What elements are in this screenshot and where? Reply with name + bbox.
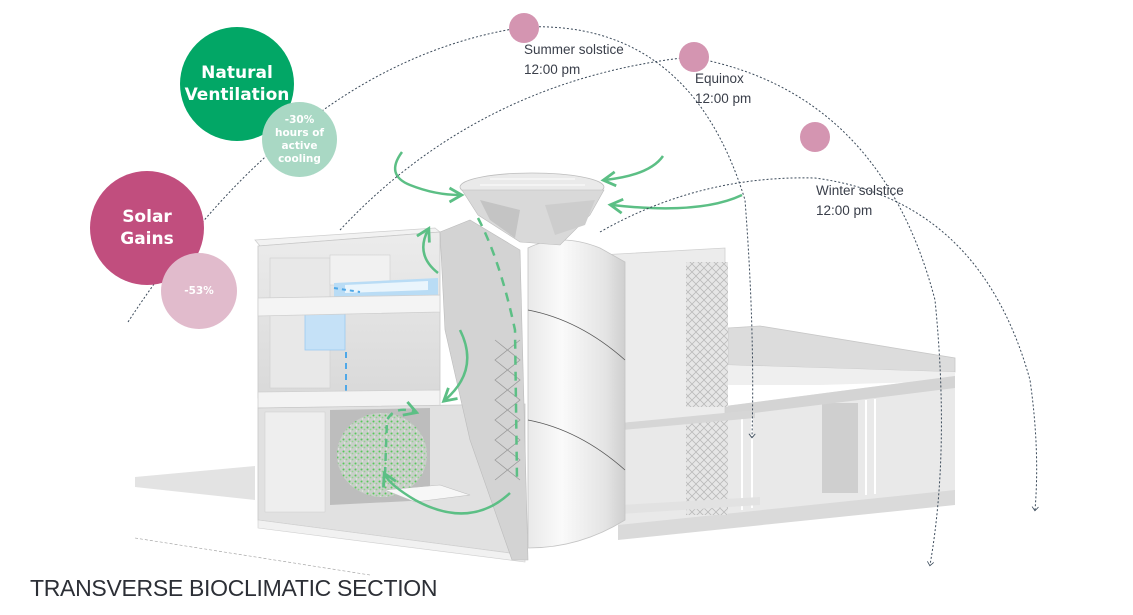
ventilation-stat-value: -30% [284,113,315,126]
airflow-arrow [416,225,439,274]
equinox-sun-path [339,56,942,567]
house-section [254,227,526,563]
label-winter-solstice: Winter solstice 12:00 pm [816,181,904,221]
sun-summer-solstice [509,13,539,43]
dining-table [384,484,471,503]
natural-ventilation-bubble: Natural Ventilation [180,27,294,141]
airflow-arrow [393,151,465,204]
airflow-arrow [600,155,665,188]
airflow-downdraft [476,217,519,481]
cylindrical-volume [527,239,626,549]
solar-title-2: Gains [120,229,174,249]
solar-stat-value: -53% [184,285,214,297]
green-wall-plants [337,413,427,497]
ventilation-stat-text-1: hours of [274,126,325,139]
sun-markers [509,13,830,152]
summer-solstice-time: 12:00 pm [524,62,581,77]
east-facade [599,247,760,515]
wind-catcher [459,172,605,246]
ventilation-title-1: Natural [201,63,273,83]
airflow-arrow [441,329,469,403]
winter-solstice-time: 12:00 pm [816,203,873,218]
ventilation-stat-text-3: cooling [278,152,321,165]
label-summer-solstice: Summer solstice 12:00 pm [524,40,624,80]
summer-solstice-name: Summer solstice [524,42,624,57]
winter-solstice-name: Winter solstice [816,183,904,198]
sun-winter-solstice [800,122,830,152]
airflow-arrows [382,151,743,515]
airflow-arrow [382,470,511,515]
label-equinox: Equinox 12:00 pm [695,69,751,109]
ventilation-title-2: Ventilation [184,85,290,105]
airflow-arrow [607,193,743,215]
solar-title-1: Solar [122,207,172,227]
equinox-name: Equinox [695,71,744,86]
diagram-title: TRANSVERSE BIOCLIMATIC SECTION [30,575,438,601]
ventilation-stat-text-2: active [281,139,318,152]
ground-slab [134,466,371,576]
solar-stat-bubble: -53% [161,253,237,329]
equinox-time: 12:00 pm [695,91,752,106]
sun-equinox [679,42,709,72]
winter-sun-path [599,177,1039,512]
ventilation-stat-bubble: -30% hours of active cooling [262,102,337,177]
